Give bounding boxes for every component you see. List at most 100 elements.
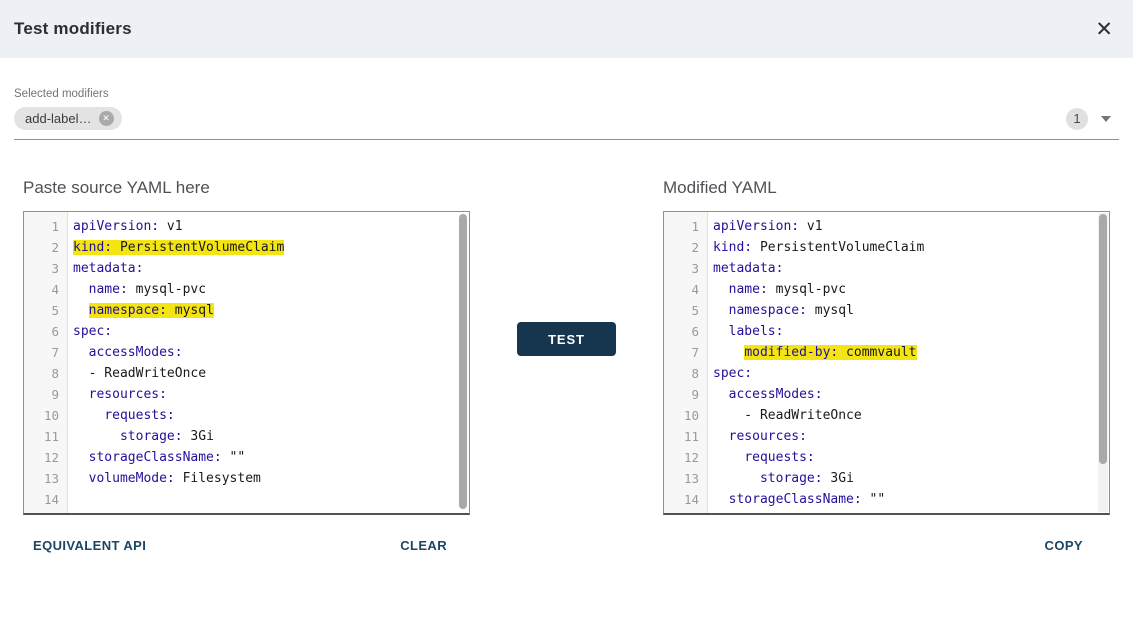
code-line: kind: PersistentVolumeClaim [73, 237, 455, 258]
yaml-token: apiVersion: [73, 219, 159, 234]
yaml-token: resources: [729, 429, 807, 444]
yaml-token [713, 387, 729, 402]
line-number: 13 [24, 468, 67, 489]
yaml-token [73, 345, 89, 360]
modifier-chip[interactable]: add-label… ✕ [14, 107, 122, 130]
yaml-token: "" [222, 450, 245, 465]
yaml-token [713, 282, 729, 297]
yaml-token: - ReadWriteOnce [73, 366, 206, 381]
source-panel: Paste source YAML here 12345678910111213… [23, 178, 470, 515]
equivalent-api-button[interactable]: EQUIVALENT API [33, 538, 146, 553]
yaml-token: mysql [807, 303, 854, 318]
highlighted-token: kind: [73, 240, 112, 255]
line-number: 5 [24, 300, 67, 321]
line-number: 13 [664, 468, 707, 489]
yaml-token: requests: [104, 408, 174, 423]
line-number: 7 [664, 342, 707, 363]
panels-row: Paste source YAML here 12345678910111213… [0, 178, 1133, 515]
line-number: 6 [664, 321, 707, 342]
yaml-token [713, 450, 744, 465]
source-yaml-editor[interactable]: 1234567891011121314 apiVersion: v1kind: … [23, 211, 470, 515]
modified-panel-title: Modified YAML [663, 178, 1110, 198]
yaml-token: metadata: [73, 261, 143, 276]
code-line: namespace: mysql [713, 300, 1095, 321]
yaml-token [73, 471, 89, 486]
line-number: 14 [24, 489, 67, 510]
code-line: namespace: mysql [73, 300, 455, 321]
yaml-token: accessModes: [729, 387, 823, 402]
line-number: 12 [24, 447, 67, 468]
code-line: resources: [73, 384, 455, 405]
clear-button[interactable]: CLEAR [400, 538, 447, 553]
yaml-token [713, 492, 729, 507]
yaml-token [73, 387, 89, 402]
code-line: - ReadWriteOnce [73, 363, 455, 384]
code-line: name: mysql-pvc [713, 279, 1095, 300]
yaml-token: v1 [799, 219, 822, 234]
editor-gutter: 1234567891011121314 [24, 212, 68, 513]
yaml-token [713, 324, 729, 339]
editor-code[interactable]: apiVersion: v1kind: PersistentVolumeClai… [68, 212, 469, 513]
yaml-token: volumeMode: [89, 471, 175, 486]
remove-chip-icon[interactable]: ✕ [99, 111, 114, 126]
source-panel-title: Paste source YAML here [23, 178, 470, 198]
chevron-down-icon[interactable] [1101, 116, 1111, 122]
modifiers-dropdown[interactable]: add-label… ✕ 1 [14, 107, 1119, 130]
code-line: accessModes: [713, 384, 1095, 405]
copy-button[interactable]: COPY [1045, 538, 1083, 553]
source-actions: EQUIVALENT API CLEAR [23, 538, 470, 553]
highlighted-token: mysql [167, 303, 214, 318]
code-line: name: mysql-pvc [73, 279, 455, 300]
yaml-token [73, 408, 104, 423]
selected-count-badge: 1 [1066, 108, 1088, 130]
yaml-token [713, 345, 744, 360]
code-line: storageClassName: "" [73, 447, 455, 468]
yaml-token [73, 303, 89, 318]
code-line: kind: PersistentVolumeClaim [713, 237, 1095, 258]
code-line: spec: [73, 321, 455, 342]
yaml-token: requests: [744, 450, 814, 465]
yaml-token: storageClassName: [89, 450, 222, 465]
yaml-token: namespace: [729, 303, 807, 318]
line-number: 14 [664, 489, 707, 510]
highlighted-token: modified-by: [744, 345, 838, 360]
modified-yaml-editor: 1234567891011121314 apiVersion: v1kind: … [663, 211, 1110, 515]
yaml-token: PersistentVolumeClaim [752, 240, 924, 255]
yaml-token: name: [89, 282, 128, 297]
dropdown-controls: 1 [1066, 108, 1119, 130]
yaml-token: metadata: [713, 261, 783, 276]
editor-scrollbar[interactable] [1099, 214, 1107, 464]
yaml-token [713, 471, 760, 486]
yaml-token: storage: [760, 471, 823, 486]
code-line: storage: 3Gi [73, 426, 455, 447]
line-number: 6 [24, 321, 67, 342]
test-button[interactable]: TEST [517, 322, 616, 356]
line-number: 8 [664, 363, 707, 384]
line-number: 4 [24, 279, 67, 300]
yaml-token [73, 282, 89, 297]
yaml-token: accessModes: [89, 345, 183, 360]
editor-scrollbar[interactable] [459, 214, 467, 509]
yaml-token: apiVersion: [713, 219, 799, 234]
selected-modifiers-label: Selected modifiers [14, 88, 1119, 100]
close-icon[interactable]: ✕ [1095, 19, 1113, 40]
line-number: 9 [24, 384, 67, 405]
editor-gutter: 1234567891011121314 [664, 212, 708, 513]
line-number: 7 [24, 342, 67, 363]
line-number: 3 [664, 258, 707, 279]
yaml-token: spec: [73, 324, 112, 339]
line-number: 11 [664, 426, 707, 447]
line-number: 3 [24, 258, 67, 279]
code-line: accessModes: [73, 342, 455, 363]
yaml-token: labels: [729, 324, 784, 339]
center-column: TEST [470, 178, 663, 515]
code-line: storage: 3Gi [713, 468, 1095, 489]
editor-code: apiVersion: v1 kind: PersistentVolumeClai… [708, 212, 1109, 513]
yaml-token: storage: [120, 429, 183, 444]
yaml-token: - ReadWriteOnce [713, 408, 862, 423]
yaml-token: mysql-pvc [768, 282, 846, 297]
code-line: metadata: [73, 258, 455, 279]
yaml-token [73, 429, 120, 444]
line-number: 8 [24, 363, 67, 384]
yaml-token [73, 450, 89, 465]
